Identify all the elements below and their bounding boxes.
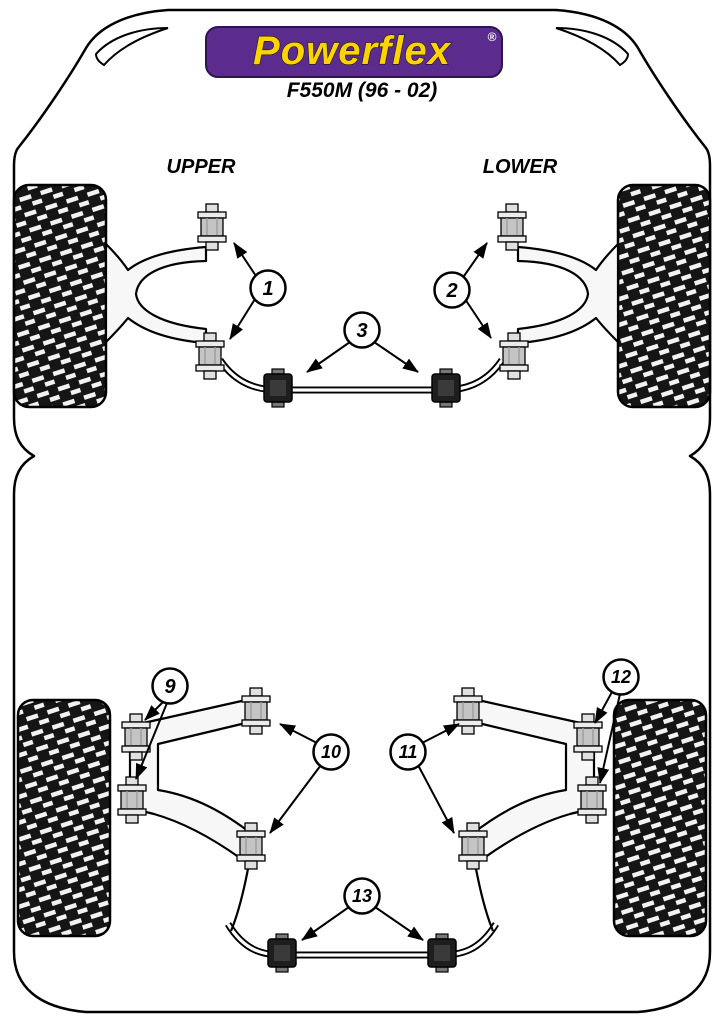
callout-3[interactable]: 3 — [343, 311, 381, 349]
callout-9-number: 9 — [164, 676, 176, 698]
callout-13-number: 13 — [352, 886, 372, 906]
car-body-outline — [12, 8, 712, 1014]
callout-2[interactable]: 2 — [433, 271, 471, 309]
tire-front-left — [12, 183, 108, 409]
powerflex-logo-text: Powerflex — [253, 29, 452, 73]
callout-13[interactable]: 13 — [343, 877, 381, 915]
cowl-detail-left — [94, 27, 169, 67]
model-label: F550M (96 - 02) — [287, 79, 438, 102]
rear-arb-bush-right — [427, 933, 457, 973]
tire-front-right — [616, 183, 712, 409]
callout-1[interactable]: 1 — [249, 269, 287, 307]
callout-arrows — [135, 242, 621, 941]
callout-12[interactable]: 12 — [602, 658, 640, 696]
front-upper-label: UPPER — [167, 156, 236, 178]
front-lower-label: LOWER — [483, 156, 558, 178]
callout-10[interactable]: 10 — [312, 733, 350, 771]
rear-arb-bush-left — [267, 933, 297, 973]
powerflex-logo: Powerflex ® — [205, 26, 503, 78]
front-arb-bush-right — [431, 368, 461, 408]
tire-rear-left — [16, 698, 112, 938]
tire-rear-right — [612, 698, 708, 938]
front-anti-roll-bar — [217, 357, 505, 394]
front-arb-bush-left — [263, 368, 293, 408]
callout-12-number: 12 — [611, 667, 631, 687]
callout-1-number: 1 — [262, 278, 273, 300]
callout-9[interactable]: 9 — [151, 667, 189, 705]
rear-anti-roll-bar — [225, 922, 499, 959]
registered-trademark-mark: ® — [488, 30, 497, 44]
callout-3-number: 3 — [356, 320, 367, 342]
callout-10-number: 10 — [321, 742, 341, 762]
callout-11[interactable]: 11 — [389, 733, 427, 771]
callout-2-number: 2 — [445, 280, 457, 302]
callout-11-number: 11 — [399, 742, 418, 762]
cowl-detail-right — [555, 27, 630, 67]
